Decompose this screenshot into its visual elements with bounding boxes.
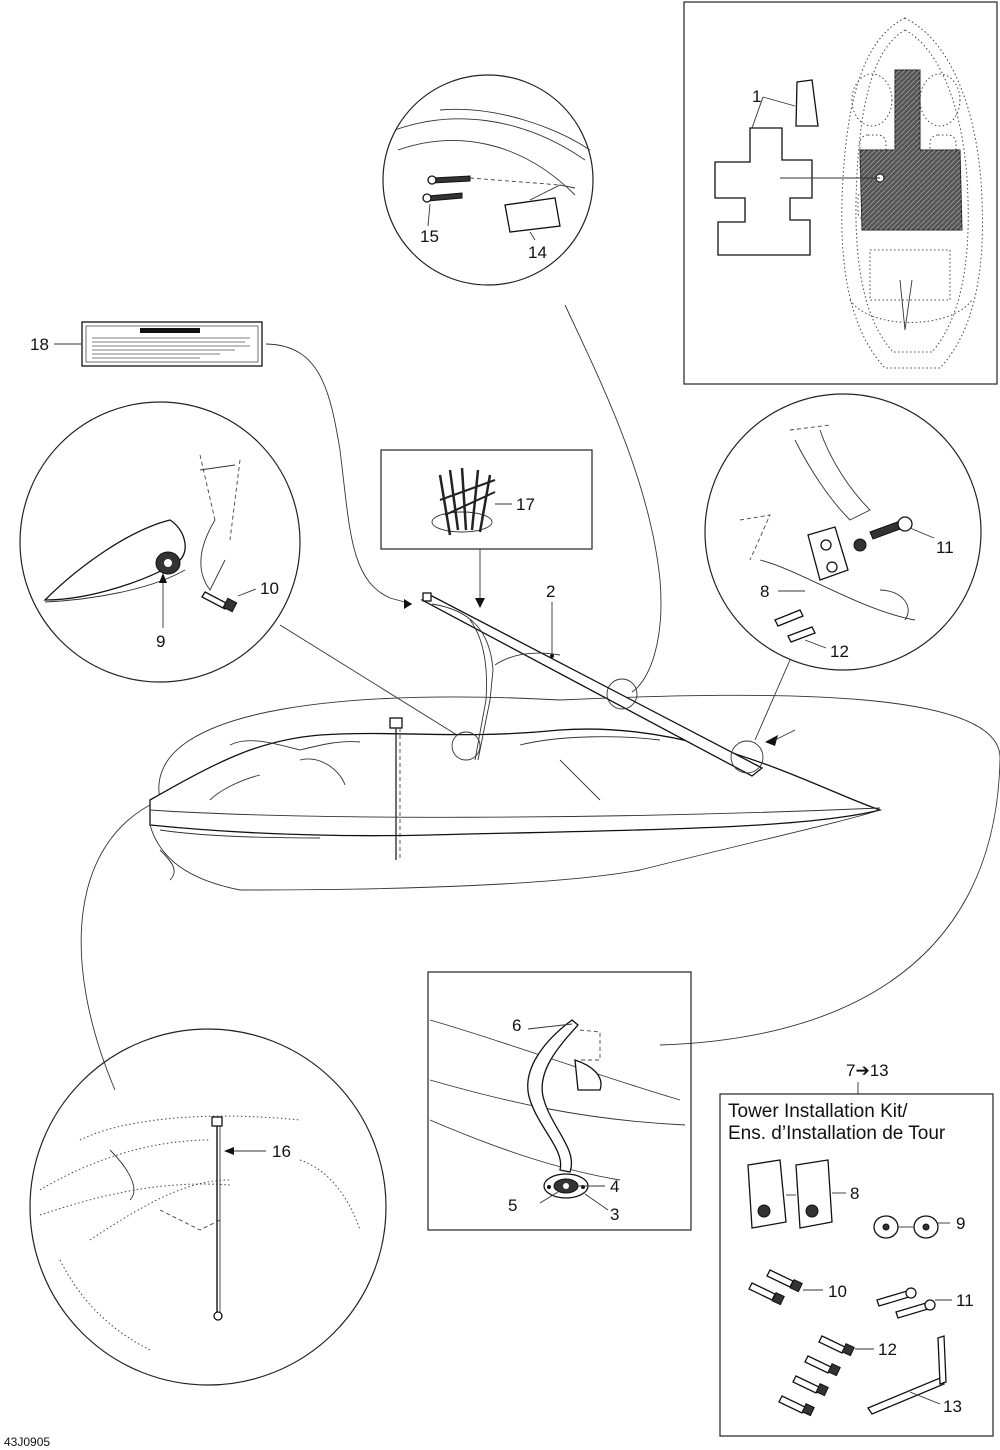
boat-top-view-inset: 1 (683, 1, 998, 385)
callout-3: 3 (610, 1205, 619, 1224)
kit-box (719, 1093, 994, 1437)
kit-callout-12: 12 (878, 1340, 897, 1359)
drawing-code: 43J0905 (4, 1435, 50, 1449)
callout-6: 6 (512, 1016, 521, 1035)
kit-callout-8: 8 (850, 1184, 859, 1203)
callout-4: 4 (610, 1177, 619, 1196)
callout-18: 18 (30, 335, 49, 354)
left-mount-detail-circle: 10 9 (19, 401, 466, 741)
kit-callout-13: 13 (943, 1397, 962, 1416)
callout-1: 1 (752, 87, 761, 106)
rod-detail-circle: 16 (29, 1028, 387, 1386)
kit-title-line2: Ens. d’Installation de Tour (728, 1123, 946, 1144)
callout-10: 10 (260, 579, 279, 598)
boat-with-tower: 2 (80, 304, 1000, 1091)
callout-16: 16 (272, 1142, 291, 1161)
tower-installation-kit: 7➔13 Tower Installation Kit/ Ens. d’Inst… (719, 1061, 994, 1437)
kit-range-label: 7➔13 (846, 1061, 889, 1080)
callout-2: 2 (546, 582, 555, 601)
callout-8: 8 (760, 582, 769, 601)
callout-17: 17 (516, 495, 535, 514)
mirror-detail-circle: 15 14 (382, 74, 594, 286)
strap-kit-box: 17 (380, 449, 593, 608)
warning-label-part: 18 (30, 321, 413, 609)
kit-callout-11: 11 (956, 1291, 974, 1310)
callout-15: 15 (420, 227, 439, 246)
kit-callout-10: 10 (828, 1282, 847, 1301)
strap-anchor-detail-box: 6 4 5 3 (427, 971, 692, 1231)
right-mount-detail-circle: 11 8 12 (704, 393, 982, 741)
callout-14: 14 (528, 243, 547, 262)
callout-11: 11 (936, 538, 954, 557)
callout-5: 5 (508, 1196, 517, 1215)
kit-callout-9: 9 (956, 1214, 965, 1233)
callout-9: 9 (156, 632, 165, 651)
kit-title-line1: Tower Installation Kit/ (728, 1101, 908, 1122)
callout-12: 12 (830, 642, 849, 661)
